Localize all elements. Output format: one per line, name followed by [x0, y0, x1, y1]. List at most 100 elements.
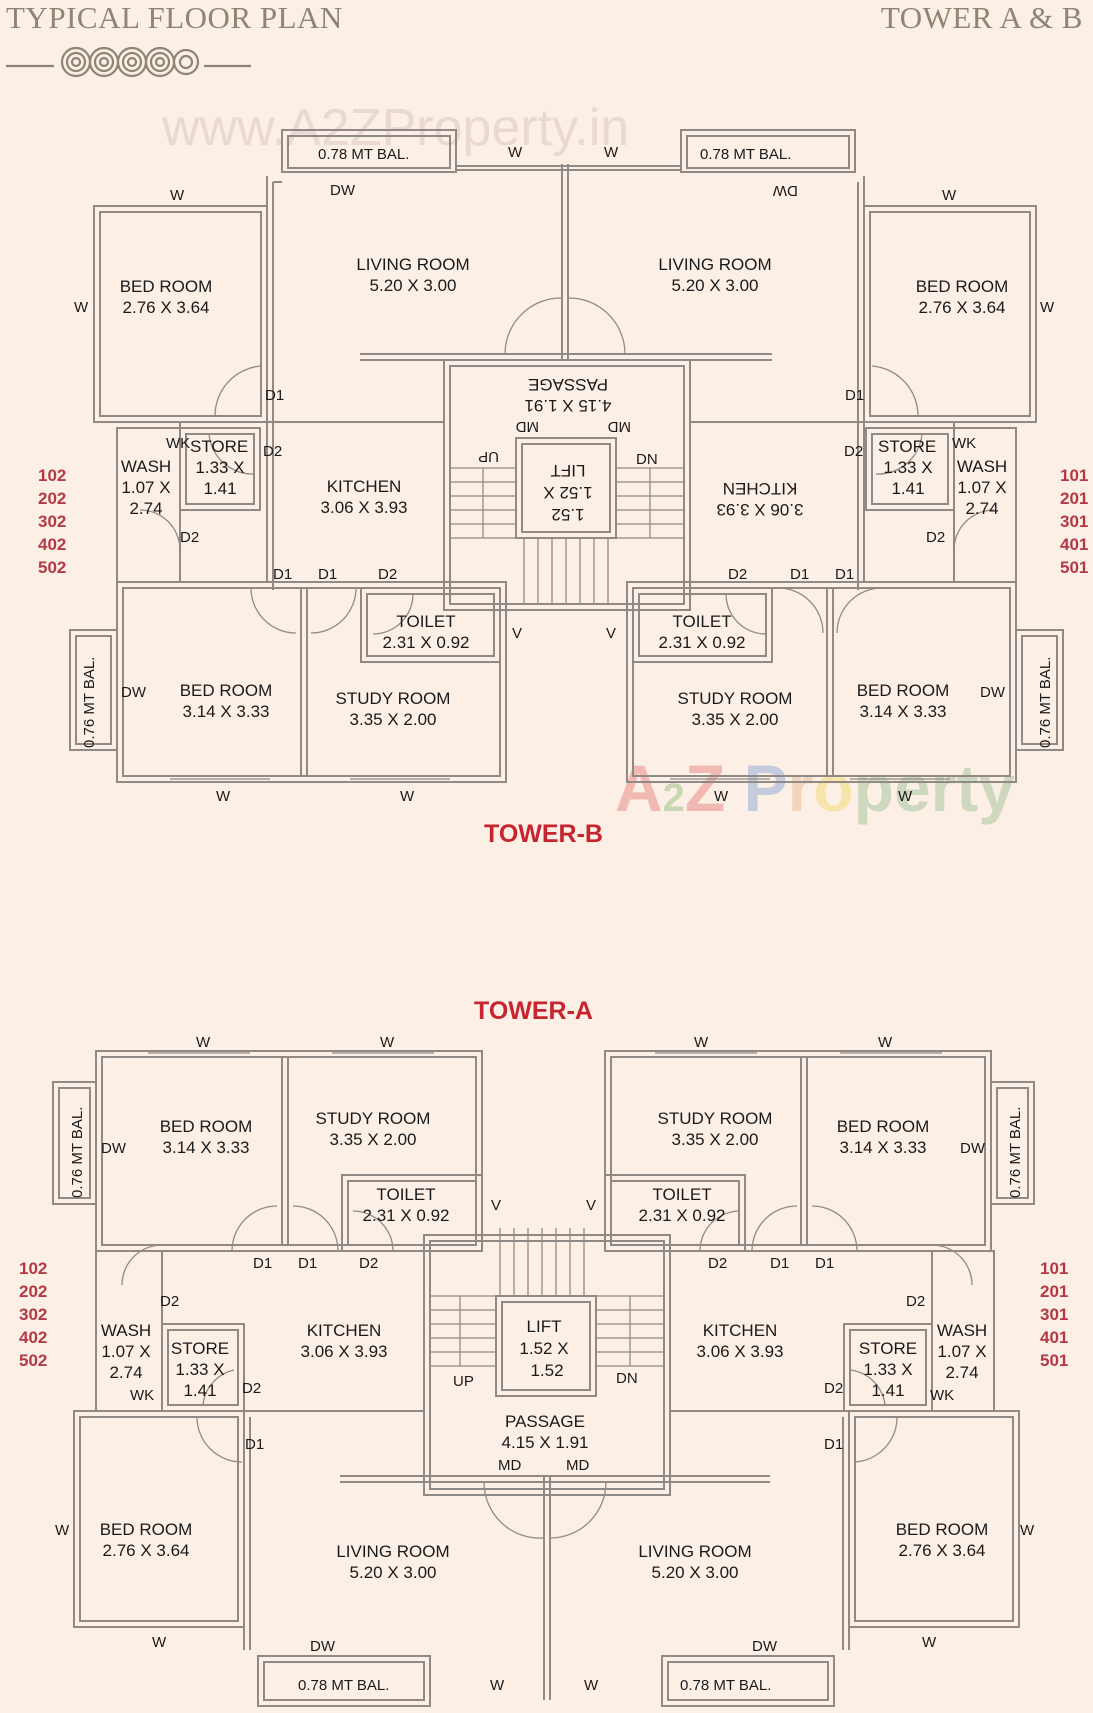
bed-room-size: 2.76 X 3.64 — [919, 298, 1006, 317]
wm-letter: perty — [853, 751, 1016, 825]
door-window-tag: DW — [330, 182, 356, 199]
study-room-label: STUDY ROOM — [658, 1109, 773, 1128]
wash-label: WASH — [121, 457, 171, 476]
store-size: 1.41 — [183, 1381, 216, 1400]
door-tag: D1 — [824, 1436, 843, 1453]
window-tag: W — [584, 1677, 599, 1694]
tower-a-labels: W W W W 0.76 MT BAL. 0.76 MT BAL. DW BED… — [55, 1034, 1035, 1694]
store-size: 1.41 — [871, 1381, 904, 1400]
wash-size: 1.07 X — [937, 1342, 986, 1361]
window-tag: W — [152, 1634, 167, 1651]
unit-number: 202 — [38, 489, 67, 508]
main-door-tag: MD — [516, 418, 539, 435]
unit-number: 101 — [1060, 466, 1089, 485]
toilet-size: 2.31 X 0.92 — [363, 1206, 450, 1225]
window-tag: W — [216, 788, 231, 805]
living-room-label: LIVING ROOM — [356, 255, 469, 274]
window-tag: W — [714, 788, 729, 805]
study-room-size: 3.35 X 2.00 — [350, 710, 437, 729]
window-tag: W — [55, 1522, 70, 1539]
bed-room-label: BED ROOM — [120, 277, 213, 296]
door-tag: D1 — [273, 566, 292, 583]
door-tag: D2 — [180, 529, 199, 546]
door-window-tag: DW — [980, 684, 1006, 701]
living-room-size: 5.20 X 3.00 — [370, 276, 457, 295]
unit-number: 402 — [19, 1328, 48, 1347]
toilet-label: TOILET — [396, 612, 455, 631]
main-door-tag: MD — [566, 1457, 589, 1474]
bed-room-size: 3.14 X 3.33 — [163, 1138, 250, 1157]
balcony-label: 0.78 MT BAL. — [700, 146, 791, 163]
kitchen-size: 3.06 X 3.93 — [301, 1342, 388, 1361]
stairs-down-tag: DN — [636, 451, 658, 468]
ventilator-tag: V — [606, 625, 616, 642]
wash-label: WASH — [957, 457, 1007, 476]
kitchen-label: KITCHEN — [723, 479, 798, 498]
wash-size: 1.07 X — [957, 478, 1006, 497]
study-room-size: 3.35 X 2.00 — [692, 710, 779, 729]
window-tag: W — [942, 187, 957, 204]
door-tag: D2 — [160, 1293, 179, 1310]
kitchen-size: 3.06 X 3.93 — [717, 500, 804, 519]
bed-room-size: 2.76 X 3.64 — [899, 1541, 986, 1560]
balcony-label: 0.78 MT BAL. — [680, 1677, 771, 1694]
tower-a-label: TOWER-A — [474, 997, 593, 1025]
spiral-ornament-icon — [6, 46, 251, 78]
toilet-size: 2.31 X 0.92 — [383, 633, 470, 652]
unit-number: 302 — [38, 512, 67, 531]
passage-size: 4.15 X 1.91 — [502, 1433, 589, 1452]
window-tag: W — [604, 144, 619, 161]
living-room-label: LIVING ROOM — [658, 255, 771, 274]
unit-number: 102 — [38, 466, 67, 485]
study-room-label: STUDY ROOM — [316, 1109, 431, 1128]
store-size: 1.33 X — [863, 1360, 912, 1379]
wm-letter: Z — [684, 751, 726, 825]
main-door-tag: MD — [498, 1457, 521, 1474]
window-tag: W — [878, 1034, 893, 1051]
toilet-label: TOILET — [672, 612, 731, 631]
window-tag: W — [74, 299, 89, 316]
unit-number: 302 — [19, 1305, 48, 1324]
watermark-logo: A2Z Property — [615, 750, 1015, 826]
wash-label: WASH — [937, 1321, 987, 1340]
stairs-up-tag: UP — [453, 1373, 474, 1390]
lift-size: 1.52 X — [543, 483, 592, 502]
window-tag: W — [490, 1677, 505, 1694]
unit-number: 501 — [1060, 558, 1089, 577]
door-tag: D2 — [378, 566, 397, 583]
balcony-label: 0.78 MT BAL. — [318, 146, 409, 163]
page-title: TYPICAL FLOOR PLAN — [6, 0, 343, 35]
study-room-label: STUDY ROOM — [678, 689, 793, 708]
ventilator-tag: V — [491, 1197, 501, 1214]
wm-letter: r — [787, 751, 814, 825]
bed-room-label: BED ROOM — [160, 1117, 253, 1136]
living-room-size: 5.20 X 3.00 — [652, 1563, 739, 1582]
window-tag: W — [170, 187, 185, 204]
window-tag: W — [1040, 299, 1055, 316]
bed-room-size: 2.76 X 3.64 — [103, 1541, 190, 1560]
door-tag: D1 — [790, 566, 809, 583]
bed-room-label: BED ROOM — [837, 1117, 930, 1136]
unit-number: 102 — [19, 1259, 48, 1278]
bed-room-label: BED ROOM — [857, 681, 950, 700]
unit-number: 401 — [1040, 1328, 1069, 1347]
bed-room-label: BED ROOM — [180, 681, 273, 700]
wm-letter: 2 — [662, 776, 685, 820]
door-tag: D1 — [318, 566, 337, 583]
store-size: 1.33 X — [195, 458, 244, 477]
window-tag: W — [898, 788, 913, 805]
toilet-size: 2.31 X 0.92 — [659, 633, 746, 652]
window-tag: W — [1020, 1522, 1035, 1539]
door-window-tag: DW — [752, 1638, 778, 1655]
main-door-tag: MD — [608, 418, 631, 435]
door-window-tag: DW — [101, 1140, 127, 1157]
door-tag: D1 — [815, 1255, 834, 1272]
unit-number: 502 — [38, 558, 67, 577]
tower-a-units-right: 101 201 301 401 501 — [1040, 1257, 1068, 1372]
toilet-size: 2.31 X 0.92 — [639, 1206, 726, 1225]
unit-number: 502 — [19, 1351, 48, 1370]
bed-room-size: 3.14 X 3.33 — [840, 1138, 927, 1157]
balcony-label: 0.78 MT BAL. — [298, 1677, 389, 1694]
living-room-size: 5.20 X 3.00 — [672, 276, 759, 295]
